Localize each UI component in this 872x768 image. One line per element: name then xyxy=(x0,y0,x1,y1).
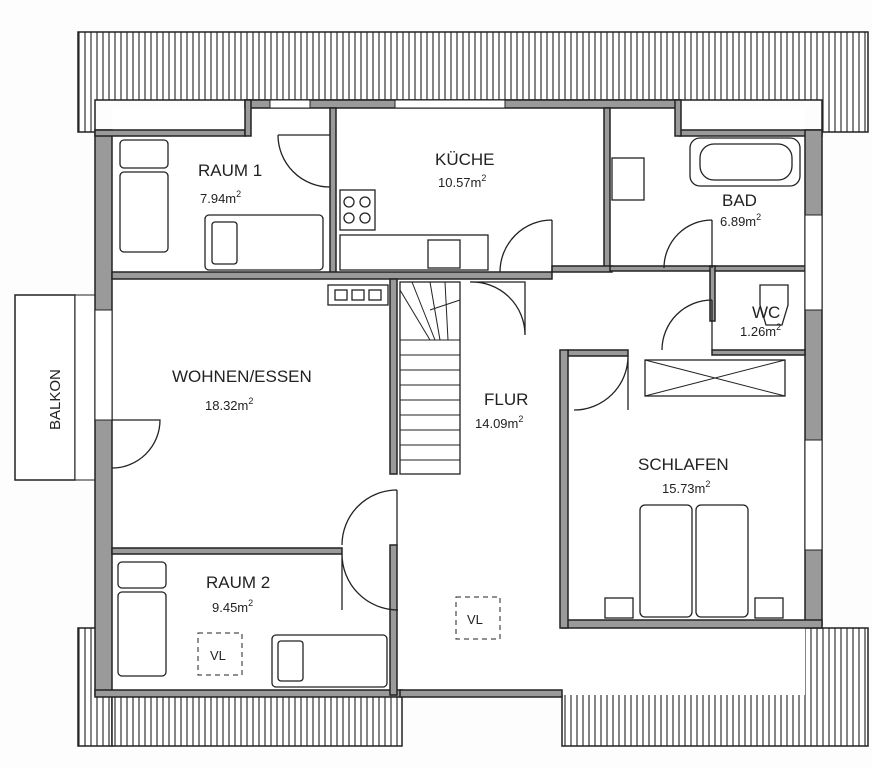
room-name-raum2: RAUM 2 xyxy=(206,573,270,592)
bed-icon xyxy=(639,504,693,618)
room-area-flur: 14.09m2 xyxy=(475,414,523,431)
room-area-wohnen: 18.32m2 xyxy=(205,396,253,413)
windows xyxy=(94,99,823,551)
vl-label: VL xyxy=(467,612,483,627)
stove-icon xyxy=(339,189,376,231)
room-area-wc: 1.26m2 xyxy=(740,322,781,339)
room-area-bad: 6.89m2 xyxy=(720,212,761,229)
room-area-raum2: 9.45m2 xyxy=(212,598,253,615)
room-area-schlafen: 15.73m2 xyxy=(662,479,710,496)
sink-icon xyxy=(427,239,461,269)
bed-icon xyxy=(117,561,167,589)
staircase xyxy=(399,281,461,475)
room-area-kueche: 10.57m2 xyxy=(438,173,486,190)
room-name-wohnen: WOHNEN/ESSEN xyxy=(172,367,312,386)
vl-marker xyxy=(197,632,243,676)
room-name-raum1: RAUM 1 xyxy=(198,161,262,180)
vl-marker xyxy=(455,596,501,640)
room-name-bad: BAD xyxy=(722,191,757,210)
room-name-kueche: KÜCHE xyxy=(435,150,495,169)
room-area-raum1: 7.94m2 xyxy=(200,189,241,206)
balcony-label: BALKON xyxy=(47,369,64,430)
balcony xyxy=(14,294,96,481)
room-name-flur: FLUR xyxy=(484,390,528,409)
furniture xyxy=(117,137,801,688)
room-name-wc: WC xyxy=(752,303,780,322)
vl-label: VL xyxy=(210,648,226,663)
doors xyxy=(111,134,713,611)
bed-icon xyxy=(119,139,169,169)
washbasin-icon xyxy=(611,157,645,201)
toilet-icon xyxy=(759,284,789,326)
room-name-schlafen: SCHLAFEN xyxy=(638,455,729,474)
interior-walls xyxy=(111,107,806,696)
